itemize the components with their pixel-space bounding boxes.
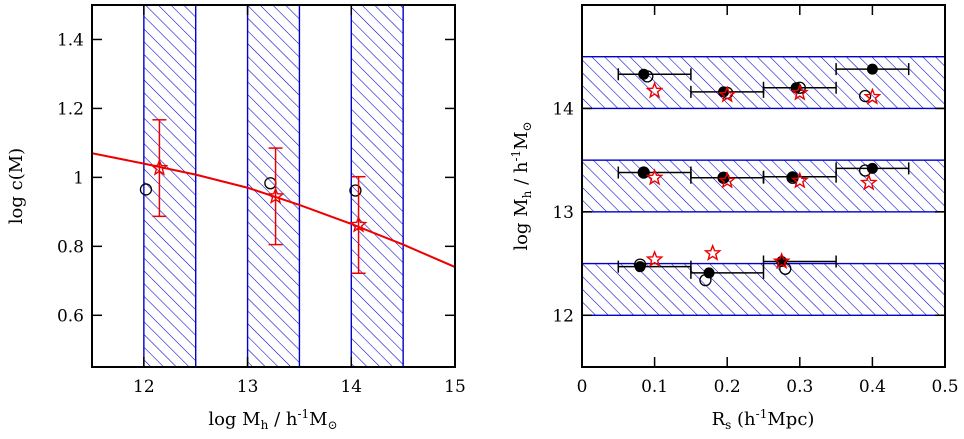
right-x-tick-label: 0.2 (714, 377, 741, 397)
star-point (859, 173, 878, 191)
filled-circle-point (703, 267, 715, 279)
left-y-tick-label: 1 (73, 168, 84, 188)
star-point (645, 249, 664, 268)
star-point (703, 243, 722, 261)
star-point (790, 83, 809, 101)
left-y-axis-label: log c(M) (6, 148, 27, 224)
right-y-tick-label: 13 (552, 203, 574, 223)
left-plot-frame (91, 4, 456, 368)
right-plot-frame (581, 4, 946, 368)
star-point (266, 186, 285, 204)
data-points (139, 119, 368, 274)
star-point (645, 81, 664, 99)
right-y-axis-label: log Mh / h-1M⊙ (509, 121, 534, 250)
star-point (718, 85, 737, 103)
star-point (718, 171, 737, 189)
left-y-tick-label: 1.2 (57, 99, 84, 119)
star-point (645, 168, 664, 186)
right-x-tick-label: 0.4 (859, 377, 886, 397)
right-x-tick-label: 0.5 (931, 377, 958, 397)
left-y-tick-label: 0.6 (57, 306, 84, 326)
left-x-tick-label: 13 (237, 377, 259, 397)
data-points (617, 63, 910, 287)
filled-circle-point (638, 68, 650, 80)
mass-bins (143, 5, 404, 367)
filled-circle-point (866, 63, 878, 75)
open-circle-point (349, 184, 362, 197)
star-point (790, 171, 809, 189)
left-y-tick-label: 1.4 (57, 30, 84, 50)
filled-circle-point (866, 162, 878, 174)
filled-circle-point (787, 171, 799, 183)
left-x-axis-label: log Mh / h-1M⊙ (208, 407, 337, 432)
star-point (150, 158, 169, 176)
right-panel: 0 0.1 0.2 0.3 0.4 0.5 12 13 14 Rs (h-1Mpc) log M… (509, 4, 959, 432)
open-circle-point (858, 89, 872, 103)
right-x-tick-label: 0.3 (786, 377, 813, 397)
open-circle-point (139, 183, 153, 196)
right-y-tick-label: 12 (552, 306, 574, 326)
right-x-axis-label: Rs (h-1Mpc) (712, 407, 815, 432)
left-ticks: 12 13 14 15 0.6 0.8 1 1.2 1.4 (57, 5, 466, 397)
right-x-tick-label: 0.1 (641, 377, 668, 397)
left-x-tick-label: 15 (444, 377, 466, 397)
star-point (349, 215, 368, 233)
left-panel: 12 13 14 15 0.6 0.8 1 1.2 1.4 log Mh / h-1M⊙ log… (6, 4, 466, 432)
mass-bin-band (143, 5, 197, 367)
filled-circle-point (634, 261, 646, 273)
star-point (772, 252, 791, 270)
left-x-tick-label: 14 (340, 377, 362, 397)
mass-bin-band (246, 5, 301, 367)
left-x-tick-label: 12 (133, 377, 155, 397)
star-point (863, 87, 882, 105)
left-y-tick-label: 0.8 (57, 237, 84, 257)
right-x-tick-label: 0 (577, 377, 588, 397)
right-ticks: 0 0.1 0.2 0.3 0.4 0.5 12 13 14 (552, 5, 959, 397)
right-y-tick-label: 14 (552, 99, 574, 119)
